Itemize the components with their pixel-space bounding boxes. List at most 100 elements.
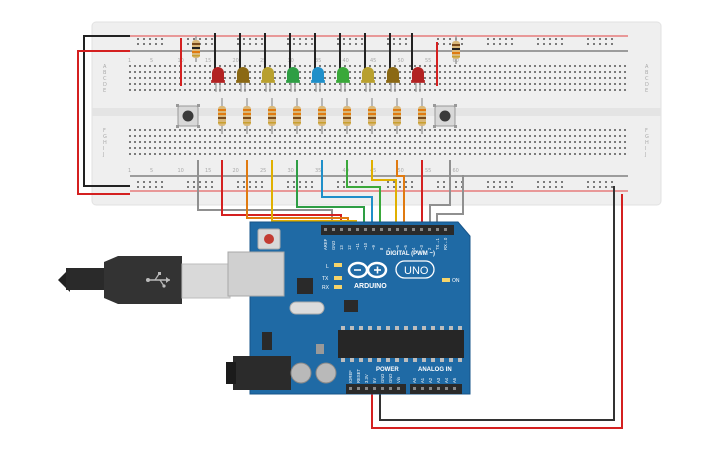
analog-pin-label: A2 (428, 377, 433, 383)
breadboard-hole (324, 71, 326, 73)
breadboard-hole (619, 129, 621, 131)
breadboard-hole (459, 89, 461, 91)
column-number-bottom: 20 (233, 168, 239, 174)
breadboard-hole (329, 153, 331, 155)
breadboard-hole (409, 135, 411, 137)
row-letter-right: D (645, 82, 649, 88)
breadboard-hole (174, 77, 176, 79)
breadboard-hole (519, 147, 521, 149)
breadboard-hole (134, 135, 136, 137)
breadboard-hole (434, 65, 436, 67)
column-number-top: 45 (370, 58, 376, 64)
breadboard-hole (614, 135, 616, 137)
breadboard-hole (204, 71, 206, 73)
breadboard-hole (559, 135, 561, 137)
breadboard-hole (194, 153, 196, 155)
breadboard-hole (454, 77, 456, 79)
rail-hole (343, 38, 345, 40)
breadboard-hole (159, 129, 161, 131)
breadboard-hole (219, 153, 221, 155)
rail-hole (487, 43, 489, 45)
wire-led-6 (346, 160, 381, 234)
rail-hole (587, 181, 589, 183)
breadboard-hole (539, 77, 541, 79)
breadboard-hole (244, 141, 246, 143)
digital-pin-label: ~3 (419, 245, 424, 250)
breadboard-hole (234, 83, 236, 85)
rail-hole (243, 38, 245, 40)
row-letter-right: C (645, 76, 649, 82)
rail-hole (511, 186, 513, 188)
rail-hole (561, 186, 563, 188)
rail-hole (543, 186, 545, 188)
breadboard-hole (169, 83, 171, 85)
breadboard-hole (444, 89, 446, 91)
breadboard-hole (139, 141, 141, 143)
rail-hole (355, 38, 357, 40)
rail-hole (543, 181, 545, 183)
rail-hole (399, 186, 401, 188)
digital-pin-label: ~6 (395, 245, 400, 250)
breadboard-hole (469, 77, 471, 79)
breadboard-hole (594, 71, 596, 73)
breadboard-hole (159, 135, 161, 137)
breadboard-hole (499, 153, 501, 155)
breadboard-hole (549, 141, 551, 143)
rail-hole (511, 38, 513, 40)
breadboard-hole (579, 147, 581, 149)
breadboard-hole (389, 129, 391, 131)
breadboard-hole (259, 153, 261, 155)
breadboard-hole (284, 153, 286, 155)
breadboard-hole (239, 83, 241, 85)
breadboard-hole (364, 135, 366, 137)
breadboard-hole (454, 141, 456, 143)
led (236, 67, 250, 92)
breadboard-hole (599, 153, 601, 155)
breadboard-hole (194, 83, 196, 85)
breadboard-hole (579, 83, 581, 85)
breadboard-hole (379, 135, 381, 137)
breadboard-hole (534, 129, 536, 131)
breadboard-hole (284, 147, 286, 149)
capacitor-2 (315, 362, 337, 384)
breadboard-hole (559, 141, 561, 143)
breadboard-hole (559, 89, 561, 91)
breadboard-hole (129, 129, 131, 131)
digital-pin-label: 2 (427, 247, 432, 250)
rail-hole (387, 186, 389, 188)
breadboard-hole (529, 83, 531, 85)
breadboard-hole (459, 71, 461, 73)
breadboard-hole (224, 83, 226, 85)
rail-hole (437, 38, 439, 40)
breadboard-hole (609, 83, 611, 85)
breadboard-hole (199, 135, 201, 137)
breadboard-hole (599, 77, 601, 79)
rail-hole (243, 186, 245, 188)
rail-hole (537, 43, 539, 45)
breadboard-hole (519, 129, 521, 131)
breadboard-hole (149, 153, 151, 155)
breadboard-hole (434, 77, 436, 79)
breadboard-hole (259, 65, 261, 67)
breadboard-hole (519, 65, 521, 67)
breadboard-hole (604, 71, 606, 73)
rail-hole (255, 38, 257, 40)
breadboard-hole (504, 153, 506, 155)
breadboard-hole (529, 65, 531, 67)
breadboard-hole (564, 147, 566, 149)
led (361, 67, 375, 92)
breadboard-hole (174, 135, 176, 137)
row-letter-right: H (645, 140, 649, 146)
breadboard-hole (259, 83, 261, 85)
rail-hole (461, 43, 463, 45)
power-pin-label: GND (388, 374, 393, 383)
rail-hole (161, 43, 163, 45)
breadboard-hole (554, 71, 556, 73)
breadboard-hole (599, 71, 601, 73)
breadboard-hole (474, 71, 476, 73)
breadboard-hole (209, 147, 211, 149)
breadboard-hole (304, 65, 306, 67)
breadboard-hole (464, 83, 466, 85)
breadboard-hole (234, 135, 236, 137)
breadboard-hole (514, 89, 516, 91)
